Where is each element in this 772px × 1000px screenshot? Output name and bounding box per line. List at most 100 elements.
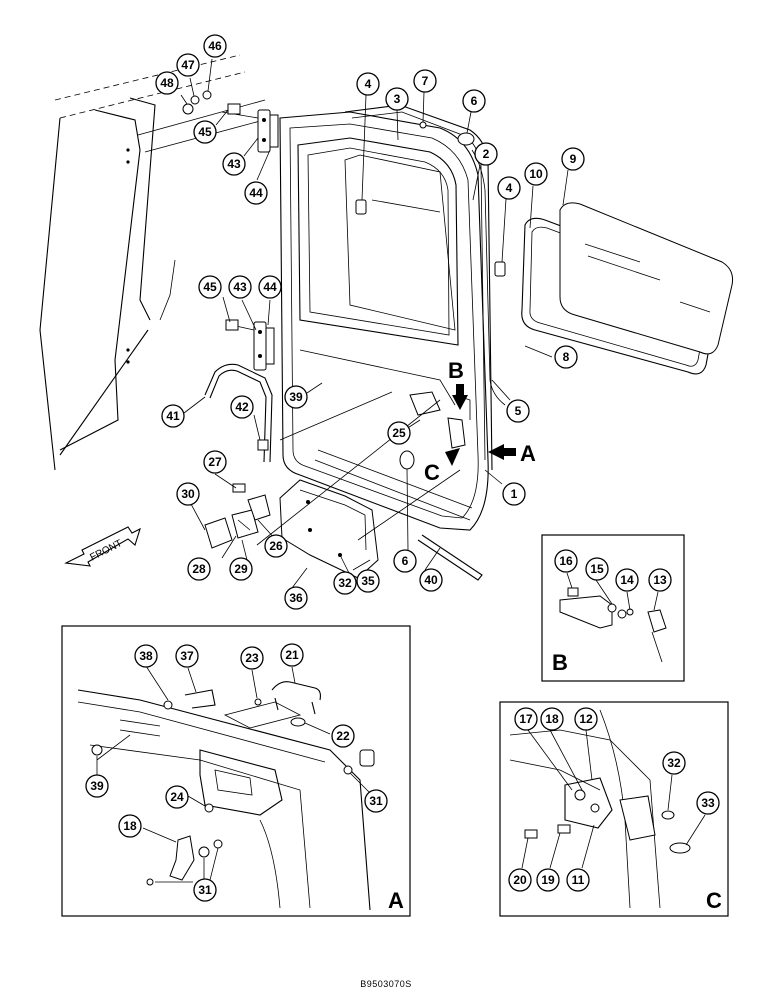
callout-28: 28 [187, 557, 211, 581]
leader-lines [96, 58, 706, 883]
svg-text:32: 32 [338, 576, 352, 590]
cap-6-upper [457, 132, 475, 146]
svg-text:15: 15 [590, 562, 604, 576]
glass-panel-9 [559, 202, 733, 355]
inset-c-letter: C [706, 888, 722, 913]
callout-a-39: 39 [85, 774, 109, 798]
svg-text:28: 28 [192, 562, 206, 576]
callout-b-16: 16 [554, 549, 578, 573]
svg-text:44: 44 [263, 280, 277, 294]
lower-plate-35 [279, 479, 379, 579]
svg-text:9: 9 [570, 152, 577, 166]
svg-text:46: 46 [208, 39, 222, 53]
callout-c-20: 20 [508, 868, 532, 892]
glass-seal-10 [521, 217, 719, 375]
svg-text:32: 32 [667, 756, 681, 770]
svg-text:48: 48 [160, 76, 174, 90]
svg-text:7: 7 [422, 74, 429, 88]
callout-c-18: 18 [540, 707, 564, 731]
clip-4 [355, 199, 506, 277]
callout-47: 47 [176, 53, 200, 77]
latch-mechanism-25 [409, 391, 471, 449]
svg-text:5: 5 [515, 404, 522, 418]
svg-text:18: 18 [123, 819, 137, 833]
svg-text:6: 6 [471, 94, 478, 108]
cap-6-lower [399, 450, 415, 470]
svg-text:12: 12 [579, 712, 593, 726]
svg-text:11: 11 [572, 873, 585, 887]
callout-48: 48 [155, 71, 179, 95]
callout-a-22: 22 [331, 724, 355, 748]
door-frame [279, 111, 489, 531]
svg-text:21: 21 [285, 648, 299, 662]
callout-26: 26 [264, 534, 288, 558]
callout-10: 10 [524, 162, 548, 186]
svg-text:30: 30 [181, 487, 195, 501]
svg-text:45: 45 [198, 125, 212, 139]
drawing-number: B9503070S [360, 979, 412, 989]
callout-3: 3 [385, 87, 409, 111]
svg-text:24: 24 [170, 790, 184, 804]
svg-text:18: 18 [545, 712, 559, 726]
callout-a-31-right: 31 [364, 789, 388, 813]
svg-text:41: 41 [166, 409, 180, 423]
svg-text:47: 47 [181, 58, 195, 72]
view-arrow-a-label: A [520, 441, 536, 466]
svg-text:27: 27 [208, 455, 222, 469]
view-arrow-c-label: C [424, 460, 440, 485]
callout-7: 7 [413, 69, 437, 93]
inset-a-letter: A [388, 888, 404, 913]
view-arrow-b-label: B [448, 358, 464, 383]
callout-29: 29 [229, 557, 253, 581]
front-label: FRONT [88, 538, 124, 563]
svg-text:22: 22 [336, 729, 350, 743]
svg-text:31: 31 [369, 794, 383, 808]
callout-c-17: 17 [514, 707, 538, 731]
svg-text:4: 4 [506, 181, 513, 195]
callout-a-23: 23 [240, 646, 264, 670]
callout-27: 27 [203, 450, 227, 474]
callout-c-11: 11 [566, 868, 590, 892]
handle-rod-41 [204, 363, 273, 463]
svg-text:23: 23 [245, 651, 259, 665]
svg-text:26: 26 [269, 539, 283, 553]
cab-frame [39, 54, 276, 471]
callout-6-lower: 6 [393, 549, 417, 573]
callout-c-33: 33 [696, 791, 720, 815]
callout-45-lower: 45 [198, 275, 222, 299]
hinge-lower [225, 319, 275, 371]
callout-b-15: 15 [585, 557, 609, 581]
view-leader-lines [256, 391, 461, 546]
svg-text:40: 40 [424, 573, 438, 587]
svg-text:13: 13 [653, 573, 667, 587]
callout-41: 41 [161, 404, 185, 428]
svg-text:43: 43 [233, 280, 247, 294]
callout-39: 39 [284, 385, 308, 409]
inset-a: A [61, 625, 411, 917]
inset-c: C [499, 701, 729, 917]
callout-c-19: 19 [536, 868, 560, 892]
callout-1: 1 [502, 482, 526, 506]
callout-4-upper: 4 [356, 72, 380, 96]
latch-parts [204, 494, 271, 549]
svg-text:4: 4 [365, 77, 372, 91]
svg-text:10: 10 [529, 167, 543, 181]
svg-text:33: 33 [701, 796, 715, 810]
callout-45-upper: 45 [193, 120, 217, 144]
svg-text:1: 1 [511, 487, 518, 501]
svg-text:45: 45 [203, 280, 217, 294]
seal-40 [417, 534, 483, 581]
view-arrow-a: A [488, 441, 536, 466]
svg-text:37: 37 [180, 649, 194, 663]
callout-42: 42 [230, 395, 254, 419]
view-arrow-c: C [424, 448, 460, 485]
callout-46: 46 [203, 34, 227, 58]
svg-text:38: 38 [139, 649, 153, 663]
callout-35: 35 [356, 569, 380, 593]
callout-a-37: 37 [175, 644, 199, 668]
grommet-7 [419, 121, 427, 129]
callout-c-32: 32 [662, 751, 686, 775]
callout-9: 9 [561, 147, 585, 171]
callout-36: 36 [284, 586, 308, 610]
